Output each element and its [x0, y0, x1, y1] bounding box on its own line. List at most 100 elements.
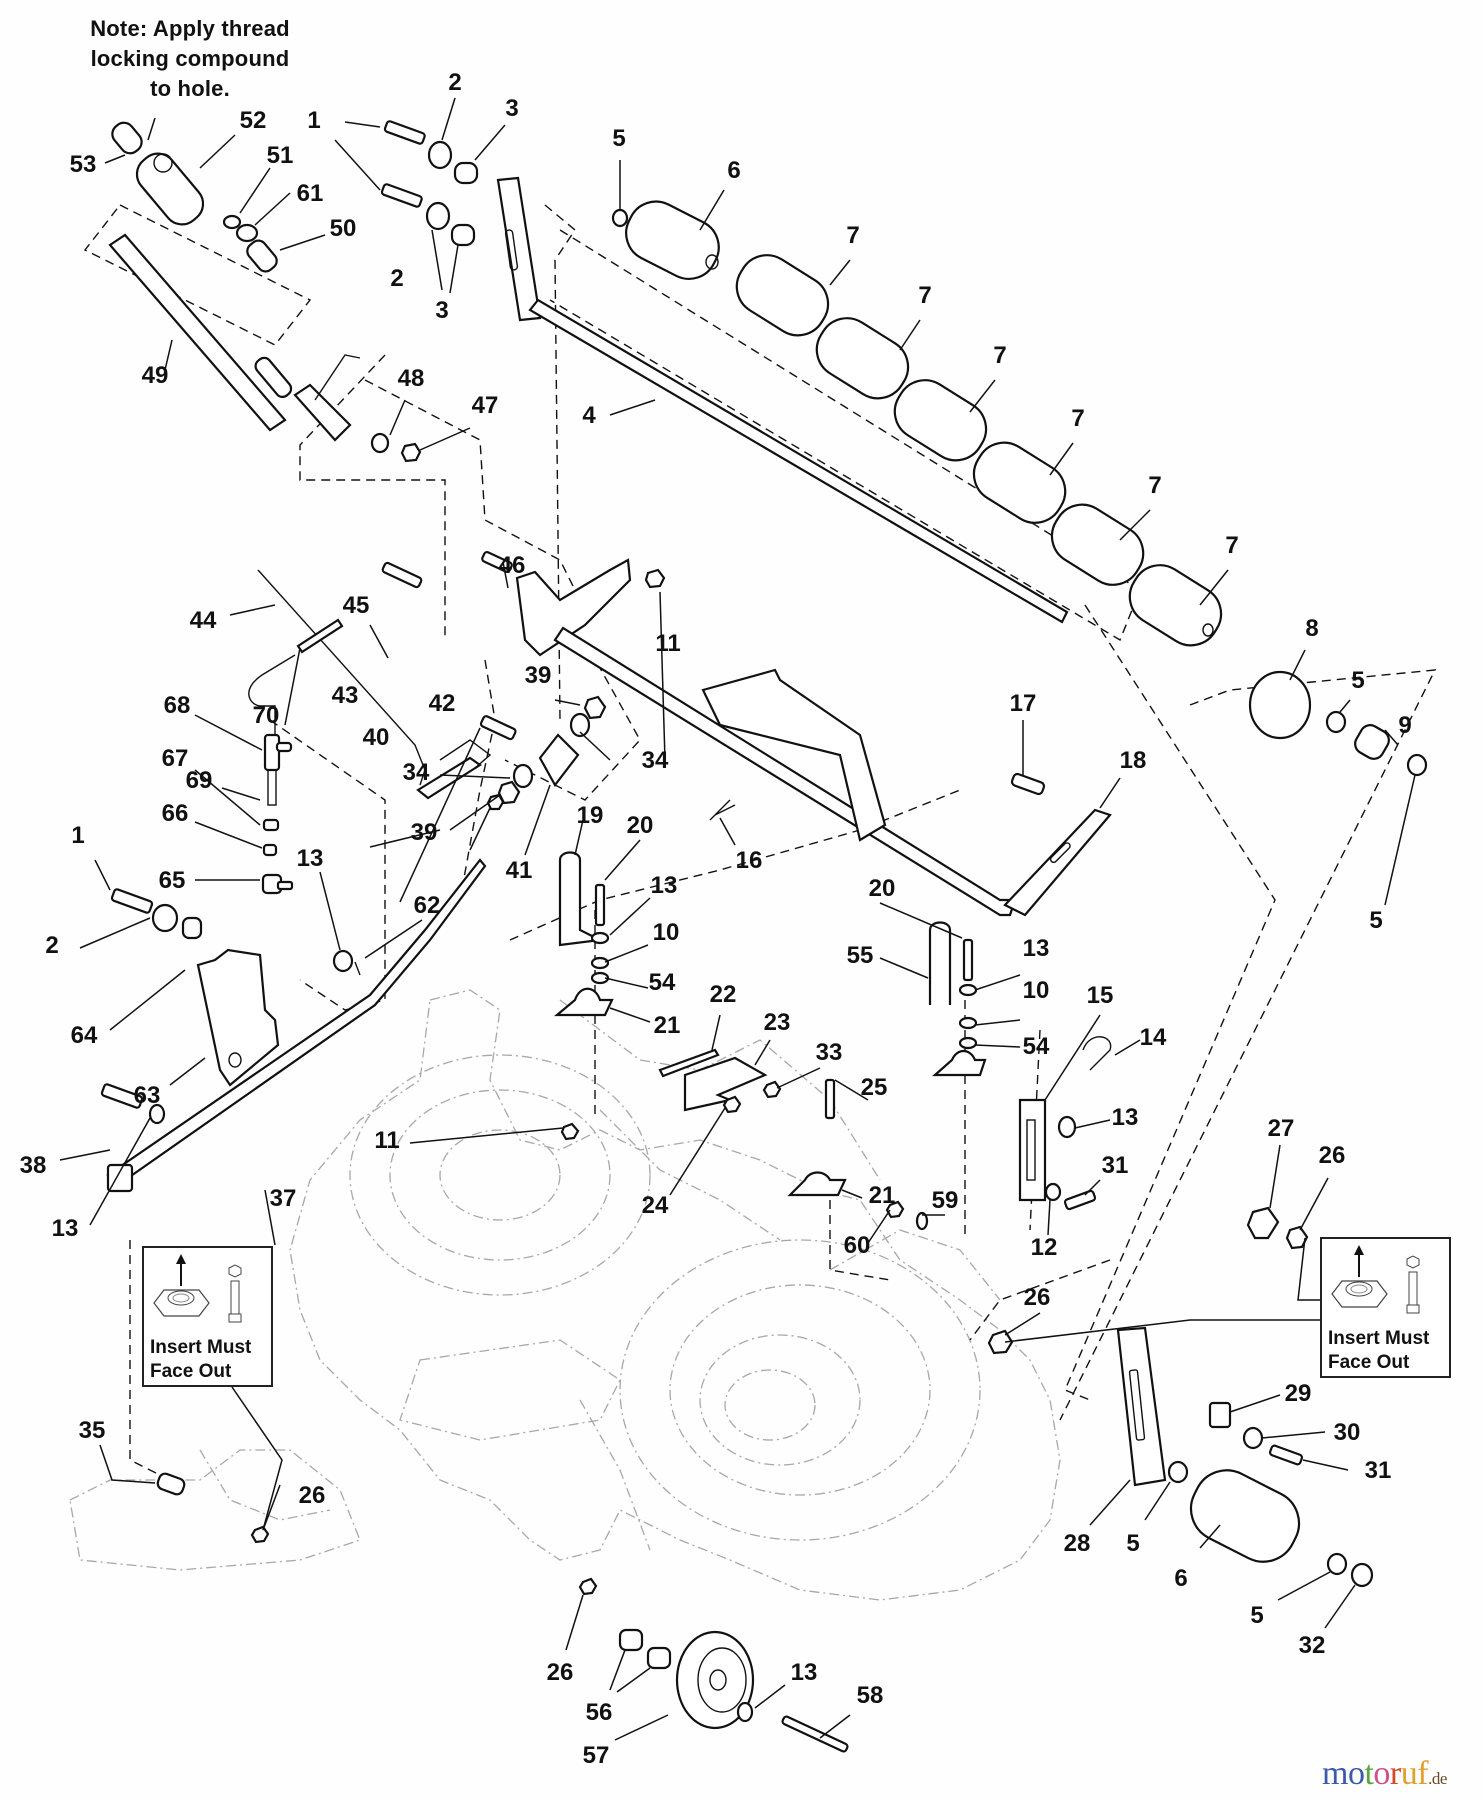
part-29-block	[1208, 1401, 1232, 1429]
part-13-washer-wheel	[736, 1701, 754, 1723]
callout-label-19: 19	[577, 802, 604, 829]
callout-label-62: 62	[414, 892, 441, 919]
callout-label-49: 49	[142, 362, 169, 389]
part-38-bolt	[100, 1083, 144, 1109]
insert-note-line-2: Face Out	[150, 1361, 232, 1382]
callout-label-35: 35	[79, 1417, 106, 1444]
part-41-bracket	[538, 733, 580, 787]
callout-label-17: 17	[1010, 690, 1037, 717]
part-49-handle	[108, 233, 293, 432]
part-15-bracket	[1018, 1098, 1047, 1202]
part-24-nut	[722, 1095, 742, 1114]
insert-note-box-right: Insert Must Face Out	[1320, 1237, 1451, 1378]
watermark-letter: u	[1400, 1755, 1418, 1792]
callout-label-7: 7	[918, 282, 931, 309]
part-1-bolt-lower	[380, 183, 423, 208]
callout-label-9: 9	[1398, 712, 1411, 739]
part-13-washer-19	[590, 931, 610, 945]
callout-label-55: 55	[847, 942, 874, 969]
part-18-arm	[1003, 808, 1112, 917]
part-52-grip	[135, 152, 205, 226]
part-26-nut-left	[250, 1525, 270, 1544]
part-26-nut-right-mid	[987, 1329, 1014, 1355]
callout-label-10: 10	[1023, 977, 1050, 1004]
callout-label-20: 20	[869, 875, 896, 902]
callout-label-34: 34	[403, 759, 430, 786]
callout-label-24: 24	[642, 1192, 669, 1219]
callout-label-33: 33	[816, 1039, 843, 1066]
callout-label-51: 51	[267, 142, 294, 169]
part-6-roller-right	[1189, 1469, 1301, 1563]
callout-label-21: 21	[869, 1182, 896, 1209]
callout-label-18: 18	[1120, 747, 1147, 774]
callout-label-13: 13	[1023, 935, 1050, 962]
part-56-spacer-2	[646, 1646, 672, 1670]
callout-label-27: 27	[1268, 1115, 1295, 1142]
part-37-lift-link	[106, 858, 487, 1193]
callout-label-20: 20	[627, 812, 654, 839]
part-5-washer-top	[611, 208, 629, 228]
callout-label-66: 66	[162, 800, 189, 827]
watermark-letter: o	[1347, 1755, 1365, 1792]
part-1-bolt-upper	[383, 120, 426, 145]
part-handle-bracket	[293, 354, 361, 442]
callout-label-38: 38	[20, 1152, 47, 1179]
callout-label-5: 5	[1126, 1530, 1139, 1557]
part-5-washer-bottom	[1326, 1552, 1348, 1576]
note-line-1: Note: Apply thread	[90, 16, 290, 41]
callout-label-58: 58	[857, 1682, 884, 1709]
callout-label-7: 7	[1148, 472, 1161, 499]
part-35-spacer	[156, 1472, 186, 1496]
part-58-bolt	[781, 1715, 849, 1753]
part-66-nut	[262, 843, 278, 857]
part-47-nut	[400, 442, 422, 463]
part-67-nut	[262, 818, 280, 832]
part-39-nut-lower	[497, 780, 521, 805]
insert-note-box-left: Insert Must Face Out	[142, 1246, 273, 1387]
part-13-washer-mid	[332, 949, 354, 973]
callout-label-10: 10	[653, 919, 680, 946]
part-69-rod	[248, 654, 296, 740]
part-61-washer	[235, 223, 259, 243]
callout-label-70: 70	[253, 702, 280, 729]
callout-label-6: 6	[727, 157, 740, 184]
watermark-tld: .de	[1428, 1769, 1447, 1788]
part-31-bolt-upper	[1063, 1189, 1097, 1211]
insert-note-text: Insert Must Face Out	[150, 1336, 251, 1384]
part-28-bracket	[1116, 1326, 1167, 1487]
part-60-nut	[885, 1200, 905, 1219]
watermark-letter: o	[1373, 1755, 1390, 1792]
part-3-spacer-lower	[450, 223, 476, 247]
callout-label-7: 7	[1225, 532, 1238, 559]
callout-label-54: 54	[649, 969, 676, 996]
part-3-spacer-upper	[453, 161, 479, 185]
part-44-rod	[257, 569, 426, 786]
callout-label-64: 64	[71, 1022, 98, 1049]
thread-locking-note: Note: Apply thread locking compound to h…	[70, 14, 310, 104]
part-13-washer-lower-left	[148, 1103, 166, 1125]
callout-label-26: 26	[547, 1659, 574, 1686]
callout-label-5: 5	[1369, 907, 1382, 934]
part-12-washer	[1044, 1182, 1062, 1202]
part-27-nut	[1246, 1206, 1280, 1240]
callout-label-13: 13	[1112, 1104, 1139, 1131]
callout-label-60: 60	[844, 1232, 871, 1259]
callout-label-26: 26	[1024, 1284, 1051, 1311]
insert-note-text: Insert Must Face Out	[1328, 1327, 1429, 1375]
part-30-washer	[1242, 1426, 1264, 1450]
note-line-3: to hole.	[150, 76, 230, 101]
callout-label-13: 13	[791, 1659, 818, 1686]
callout-label-65: 65	[159, 867, 186, 894]
part-17-bolt	[1010, 772, 1046, 796]
callout-label-7: 7	[846, 222, 859, 249]
insert-note-line-1: Insert Must	[1328, 1328, 1430, 1349]
callout-label-5: 5	[1250, 1602, 1263, 1629]
callout-label-39: 39	[525, 662, 552, 689]
part-16-hairpin	[709, 799, 736, 821]
watermark-letter: r	[1389, 1755, 1401, 1792]
watermark-letter: f	[1417, 1755, 1429, 1792]
callout-label-63: 63	[134, 1082, 161, 1109]
callout-label-23: 23	[764, 1009, 791, 1036]
part-64-spacer	[181, 916, 203, 940]
callout-label-25: 25	[861, 1074, 888, 1101]
